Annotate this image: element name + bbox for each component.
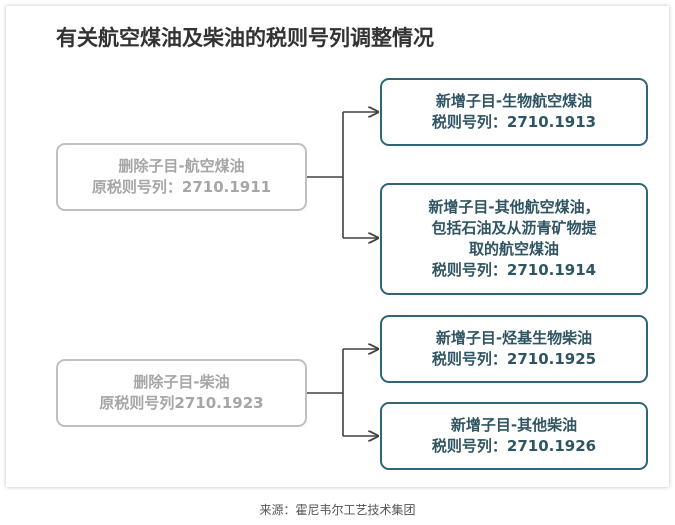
added-node-label: 新增子目-其他柴油 — [450, 416, 578, 434]
added-node-other-diesel: 新增子目-其他柴油 税则号列：2710.1926 — [380, 402, 648, 470]
source-note: 来源：霍尼韦尔工艺技术集团 — [259, 503, 416, 517]
added-node-bio-diesel: 新增子目-烃基生物柴油 税则号列：2710.1925 — [380, 315, 648, 383]
added-node-code: 税则号列：2710.1913 — [431, 113, 597, 131]
added-node-code: 税则号列：2710.1914 — [431, 261, 597, 279]
diagram-title: 有关航空煤油及柴油的税则号列调整情况 — [56, 26, 434, 50]
added-node-label: 包括石油及从沥青矿物提 — [431, 219, 597, 237]
removed-node-diesel: 删除子目-柴油 原税则号列2710.1923 — [56, 359, 307, 427]
removed-node-label: 删除子目-航空煤油 — [118, 157, 245, 175]
added-node-label: 新增子目-烃基生物柴油 — [435, 329, 593, 347]
added-node-other-jet-fuel: 新增子目-其他航空煤油， 包括石油及从沥青矿物提 取的航空煤油 税则号列：271… — [380, 183, 648, 295]
added-node-bio-jet-fuel: 新增子目-生物航空煤油 税则号列：2710.1913 — [380, 78, 648, 146]
removed-node-code: 原税则号列：2710.1911 — [91, 178, 272, 196]
removed-node-code: 原税则号列2710.1923 — [99, 394, 264, 412]
added-node-code: 税则号列：2710.1926 — [431, 437, 597, 455]
added-node-label: 取的航空煤油 — [468, 240, 559, 258]
added-node-code: 税则号列：2710.1925 — [431, 350, 597, 368]
removed-node-label: 删除子目-柴油 — [133, 373, 230, 391]
removed-node-jet-fuel: 删除子目-航空煤油 原税则号列：2710.1911 — [56, 143, 307, 211]
added-node-label: 新增子目-其他航空煤油， — [428, 198, 600, 216]
added-node-label: 新增子目-生物航空煤油 — [435, 92, 593, 110]
